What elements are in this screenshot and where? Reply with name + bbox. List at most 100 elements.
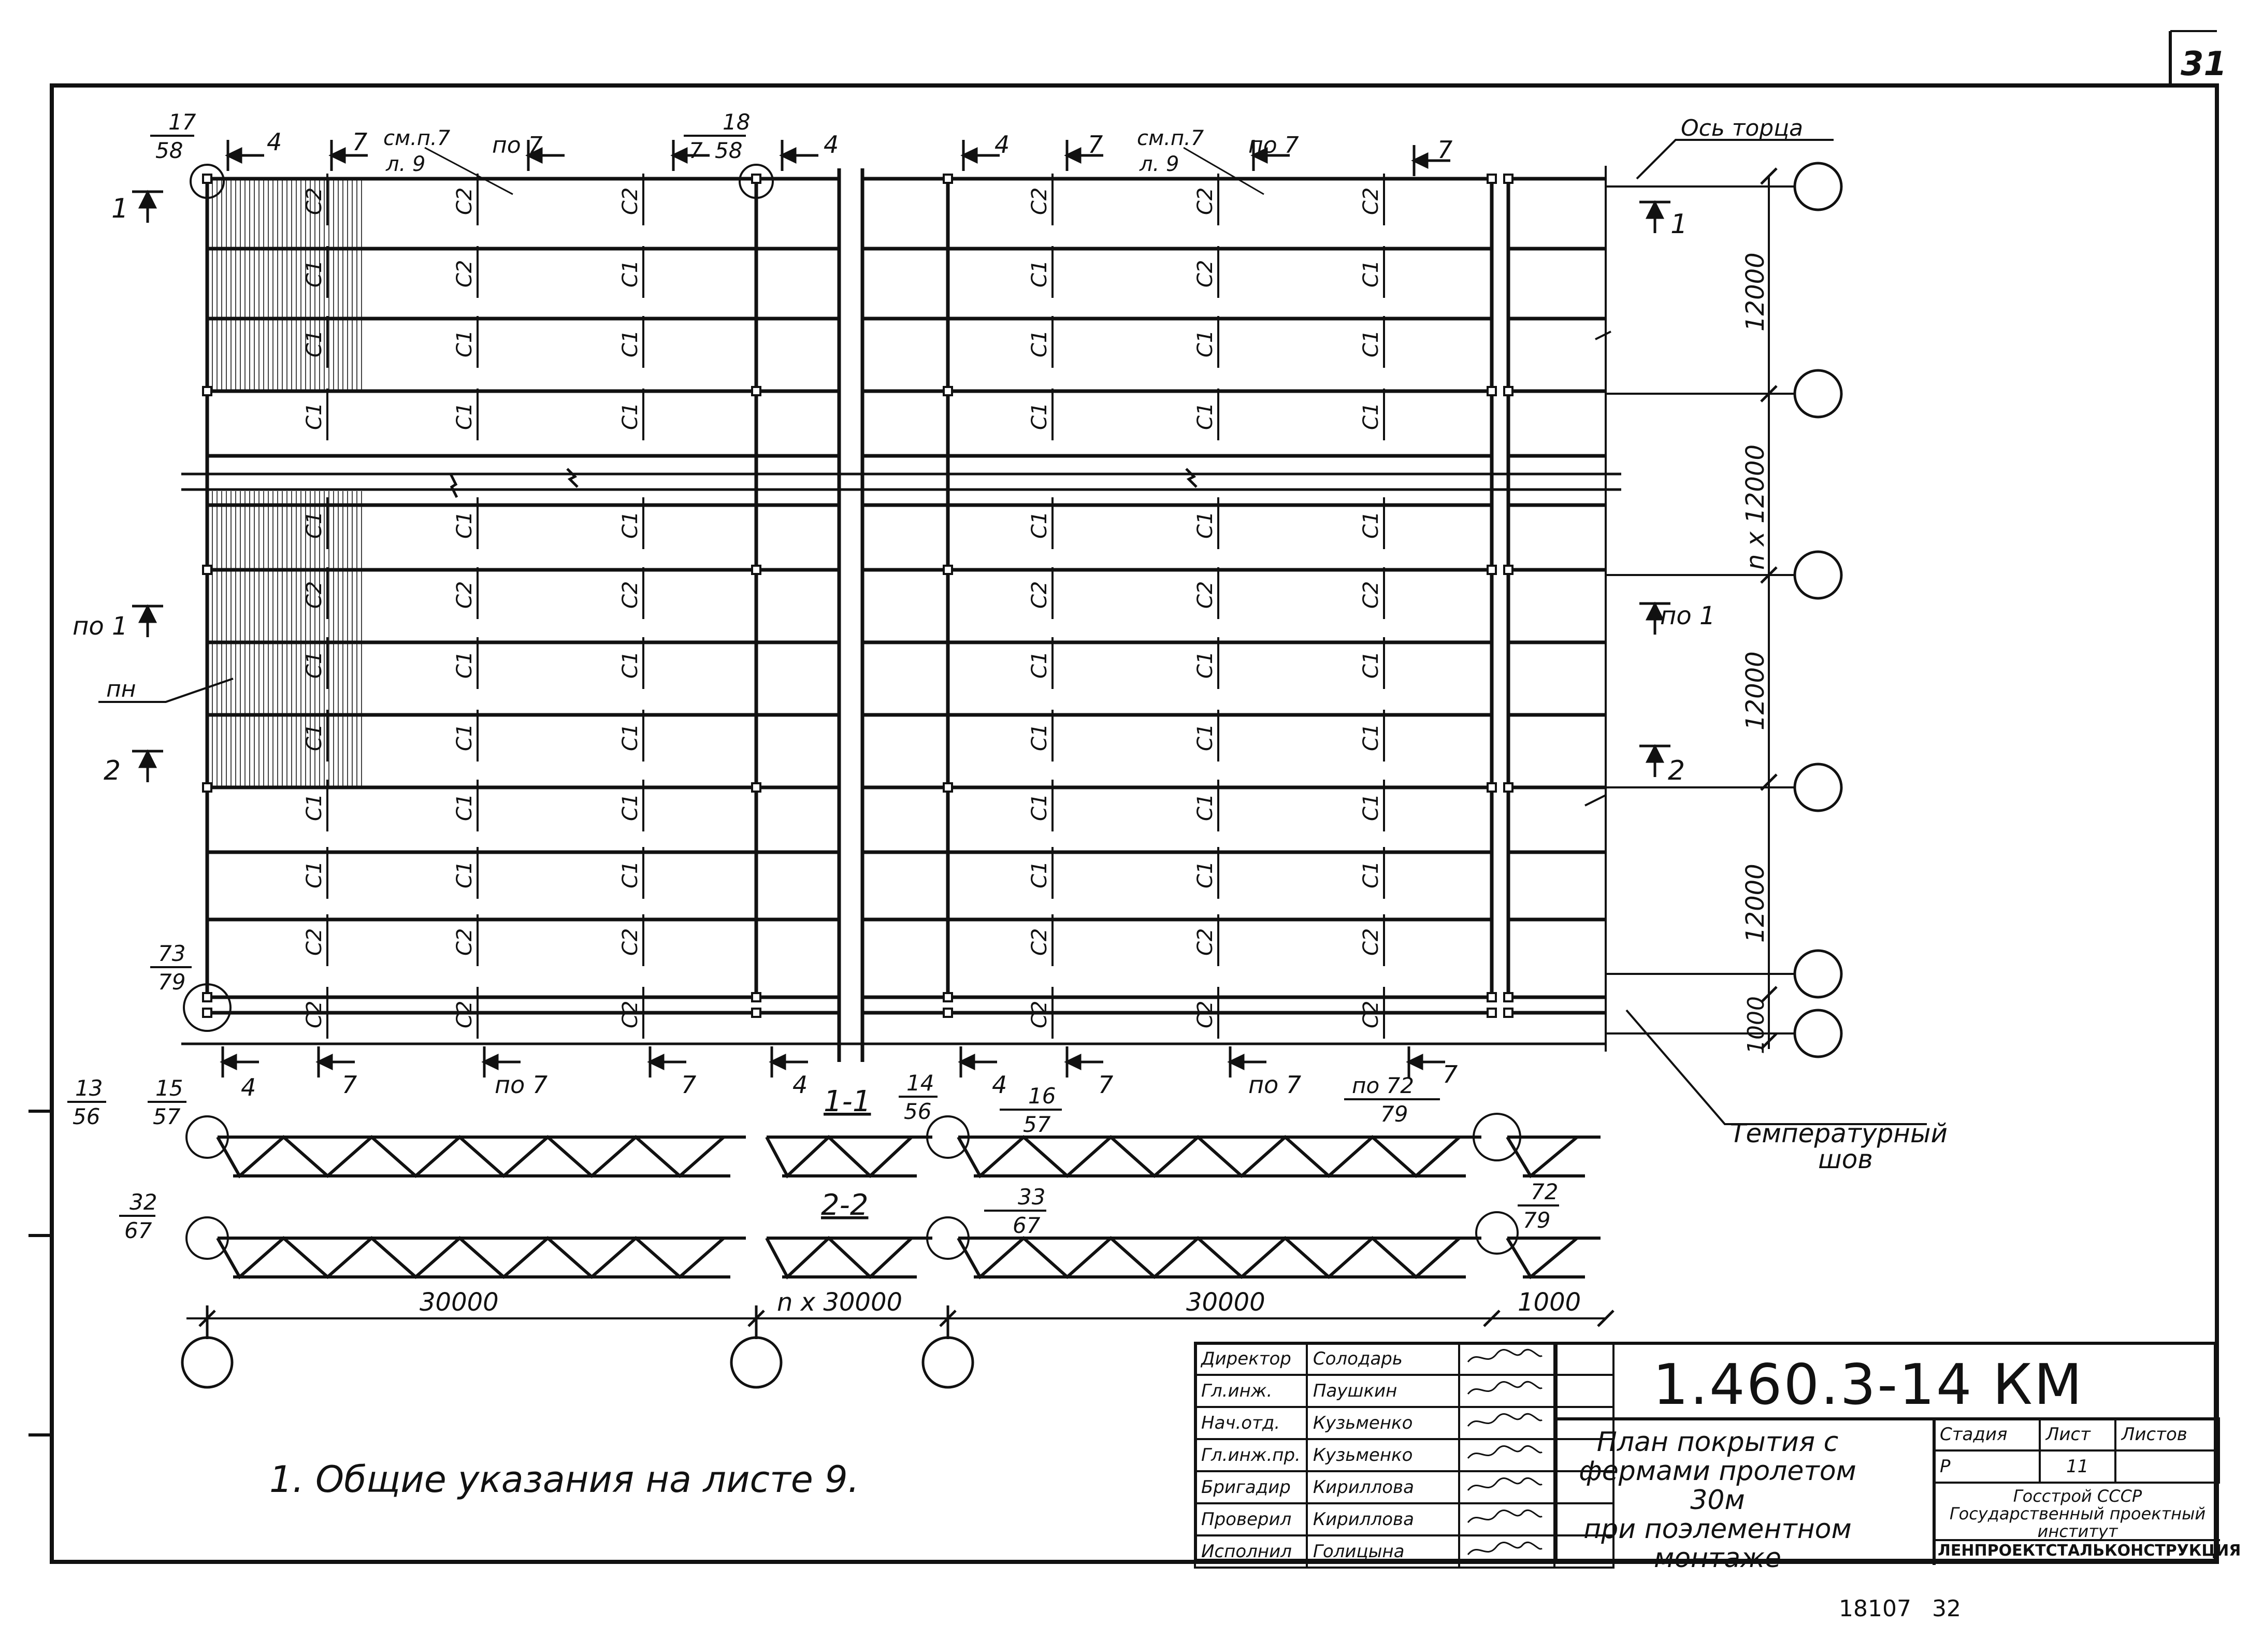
section-arrow-head [1645, 744, 1665, 763]
element-code-c1: С1 [302, 330, 326, 357]
section-arrow-head [138, 749, 157, 768]
element-code-c1: С1 [1028, 794, 1051, 821]
bottom-mark-3: по 7 [495, 1071, 547, 1099]
ref-57-a: 57 [153, 1104, 181, 1129]
element-code-c1: С1 [1028, 651, 1051, 679]
ref-po72: по 72 [1352, 1073, 1414, 1098]
mark-arrow-head [328, 147, 346, 164]
dim-v-12000-2: 12000 [1741, 651, 1770, 730]
truss-web [765, 1134, 913, 1179]
element-code-c1: С1 [1193, 511, 1217, 539]
column-nodes [202, 174, 1514, 1018]
dim-h-30000-1: 30000 [420, 1288, 499, 1317]
column-node [943, 782, 953, 793]
signature-scribble [1467, 1541, 1543, 1555]
stage-value: Р [1933, 1449, 2041, 1484]
element-code-c1: С1 [1359, 724, 1383, 751]
top-mark-9: см.п.7 [1137, 126, 1204, 150]
column-node [1503, 992, 1514, 1002]
element-code-c1: С1 [1359, 260, 1383, 288]
top-mark-5: по 7 [492, 132, 543, 159]
element-code-c1: С1 [453, 794, 477, 821]
column-node [202, 782, 212, 793]
column-node [1487, 386, 1497, 396]
org-line-3: институт [2037, 1521, 2118, 1541]
column-node [1503, 565, 1514, 575]
ref-7: 7 [689, 138, 703, 163]
top-mark-7: 4 [994, 131, 1010, 159]
staff-name: Кириллова [1305, 1502, 1460, 1536]
dim-h-1000: 1000 [1518, 1288, 1581, 1317]
end-axis-label: Ось торца [1681, 115, 1803, 141]
element-code-c1: С1 [453, 330, 477, 357]
staff-name: Солодарь [1305, 1342, 1460, 1376]
org-hline [1933, 1539, 2220, 1541]
signature-scribble [1467, 1509, 1543, 1523]
bottom-mark-4: 7 [681, 1071, 696, 1099]
column-node [751, 174, 761, 184]
element-code-c2: С2 [302, 928, 326, 956]
top-mark-12: 7 [1437, 136, 1452, 164]
drawing-code: 1.460.3-14 КМ [1653, 1353, 2084, 1417]
mark-arrow-head [779, 147, 797, 164]
code-hline [1554, 1417, 2220, 1420]
staff-signature [1458, 1374, 1555, 1408]
title-line-4: монтаже [1653, 1543, 1782, 1574]
staff-signature [1458, 1502, 1555, 1536]
mark-arrow-head [1064, 147, 1082, 164]
top-mark-3: см.п.7 [383, 126, 451, 150]
top-mark-11: по 7 [1248, 132, 1299, 159]
ref-57-b: 57 [1023, 1112, 1051, 1137]
dim-h-n30000: n x 30000 [777, 1288, 902, 1317]
element-code-c1: С1 [618, 330, 642, 357]
element-code-c2: С2 [1359, 928, 1383, 956]
info-vline [1933, 1417, 1936, 1565]
ref-79-c: 79 [1523, 1208, 1550, 1233]
element-code-c1: С1 [1359, 861, 1383, 888]
footer-page: 32 [1932, 1596, 1961, 1622]
truss-web [765, 1236, 913, 1280]
column-node [943, 386, 953, 396]
element-code-c2: С2 [453, 260, 477, 288]
element-code-c1: С1 [1193, 794, 1217, 821]
sheet-header: Лист [2038, 1417, 2116, 1452]
bottom-mark-1: 4 [241, 1073, 256, 1101]
sheets-header: Листов [2114, 1417, 2221, 1452]
truss-section-2-2 [216, 1236, 1601, 1280]
truss-web [1506, 1237, 1578, 1280]
element-code-c1: С1 [453, 861, 477, 888]
axis-markers-bottom [181, 1305, 974, 1389]
staff-date [1553, 1502, 1615, 1536]
element-code-c2: С2 [1028, 1001, 1051, 1028]
column-node [1487, 992, 1497, 1002]
bottom-mark-6: 4 [992, 1071, 1007, 1099]
element-code-c1: С1 [618, 403, 642, 430]
element-code-c1: С1 [302, 861, 326, 888]
mark-arrow-head [1227, 1054, 1245, 1070]
ref-15: 15 [155, 1075, 183, 1101]
signature-scribble [1467, 1348, 1543, 1362]
element-code-c2: С2 [1028, 581, 1051, 609]
section-mark-2-right: 2 [1668, 755, 1685, 786]
truss-web [216, 1236, 725, 1280]
mark-arrow-head [647, 1054, 665, 1070]
column-node [943, 1008, 953, 1018]
column-node [1503, 386, 1514, 396]
section-mark-1-left: 1 [111, 193, 128, 224]
section-mark-2-left: 2 [104, 755, 121, 786]
staff-signature [1458, 1406, 1555, 1440]
ref-14: 14 [906, 1070, 934, 1096]
sheet-value: 11 [2038, 1449, 2116, 1484]
staff-row: Нач.отд.Кузьменко [1194, 1406, 1615, 1440]
sheets-value [2114, 1449, 2221, 1484]
stage-header: Стадия [1933, 1417, 2041, 1452]
element-code-c1: С1 [1193, 724, 1217, 751]
element-code-c1: С1 [1193, 330, 1217, 357]
element-code-c1: С1 [618, 861, 642, 888]
mark-arrow-head [1411, 152, 1429, 169]
column-node [1487, 565, 1497, 575]
element-code-c2: С2 [1193, 260, 1217, 288]
